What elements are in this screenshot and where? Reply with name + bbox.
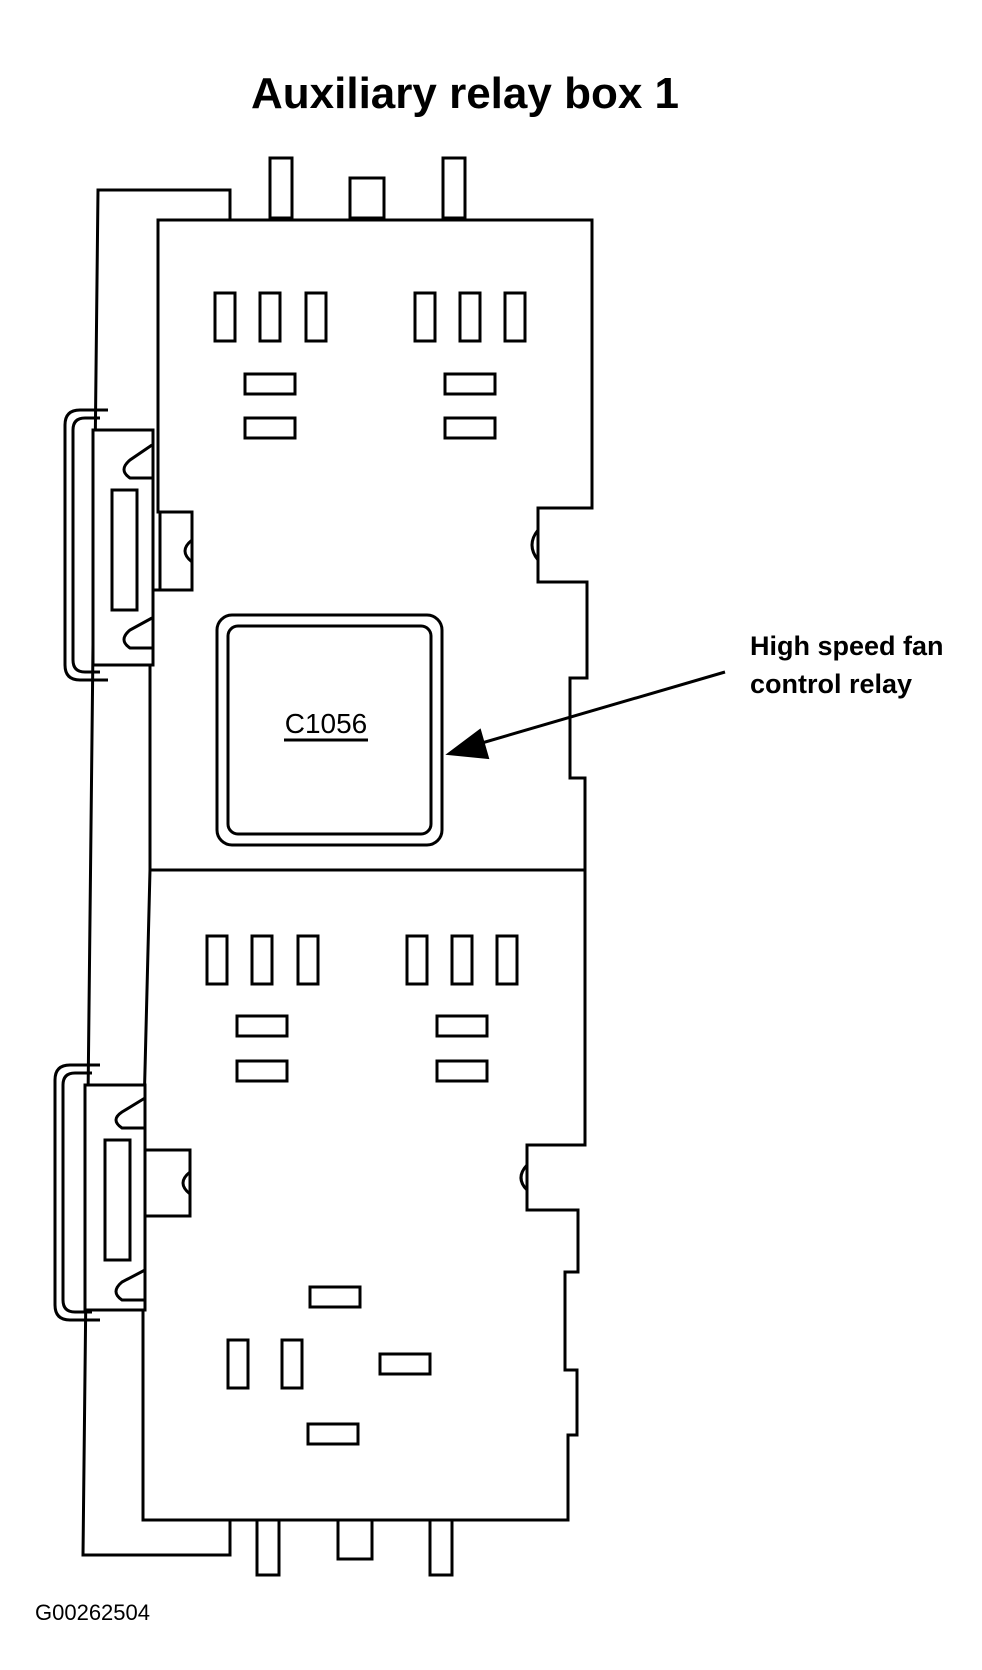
relay-label: C1056 <box>285 708 368 739</box>
top-pins <box>268 156 467 220</box>
figure-id: G00262504 <box>35 1600 150 1625</box>
relay-c1056: C1056 <box>215 613 444 847</box>
upper-side-clip <box>63 408 194 682</box>
bottom-pins <box>255 1513 454 1577</box>
lower-terminals <box>205 934 519 1446</box>
callout-line-2: control relay <box>750 669 912 699</box>
upper-right-notch <box>530 529 540 561</box>
lower-right-notch <box>519 1163 529 1192</box>
callout-line-1: High speed fan <box>750 631 944 661</box>
upper-terminals <box>213 291 527 440</box>
callout-arrow <box>445 670 726 760</box>
diagram-title: Auxiliary relay box 1 <box>251 69 679 118</box>
lower-side-clip <box>53 1063 192 1322</box>
